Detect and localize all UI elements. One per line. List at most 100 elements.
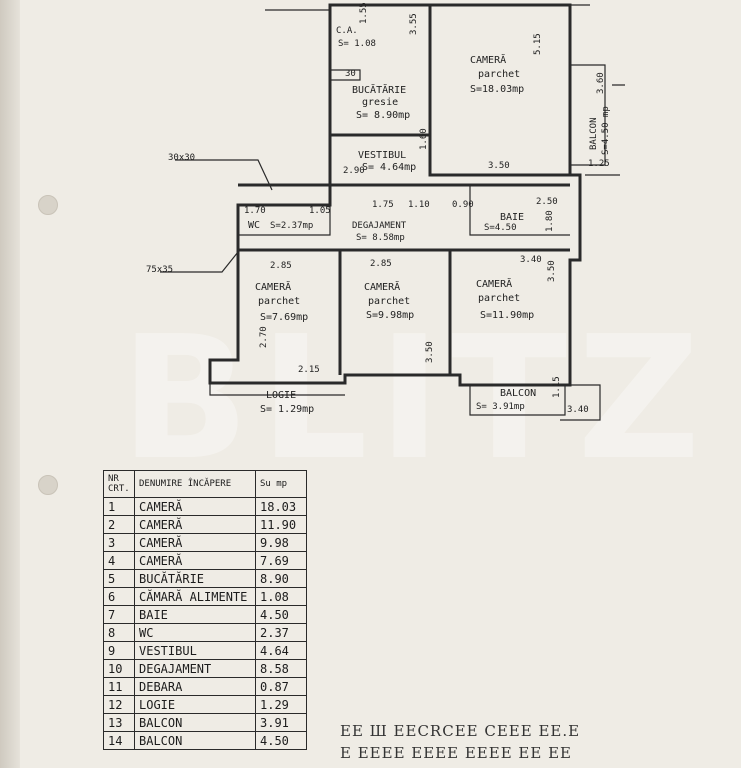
room-area: S=2.37mp (270, 221, 313, 231)
cell-area: 4.50 (255, 605, 307, 624)
binder-edge (0, 0, 20, 768)
cell-area: 8.90 (255, 569, 307, 588)
room-label: C.A. (336, 26, 358, 36)
room-label: BUCĂTĂRIE (352, 83, 406, 96)
table-header-row: NR CRT. DENUMIRE ÎNCĂPERE Su mp (103, 470, 307, 498)
dimension: 3.50 (488, 161, 510, 171)
cell-area: 3.91 (255, 713, 307, 732)
dimension: 3.50 (425, 341, 435, 363)
handwritten-note: ЕЕ Ш ЕЕСRCЕЕ СЕЕЕ ЕЕ.Е (340, 722, 581, 740)
punch-hole (38, 475, 58, 495)
dimension: 1.15 (552, 376, 562, 398)
room-label: CAMERĂ (364, 280, 400, 293)
dimension: 30 (345, 69, 356, 79)
room-area: S= 1.29mp (260, 404, 314, 415)
room-area: S= 8.90mp (356, 110, 410, 121)
room-area: S=7.69mp (260, 312, 308, 323)
handwritten-note: Е ЕЕЕЕ ЕЕЕЕ ЕЕЕЕ ЕЕ ЕЕ (340, 744, 572, 762)
room-label: CAMERĂ (470, 53, 506, 66)
cell-nr: 5 (103, 569, 135, 588)
cell-name: BALCON (134, 731, 256, 750)
cell-name: LOGIE (134, 695, 256, 714)
room-finish: parchet (478, 69, 520, 80)
cell-nr: 2 (103, 515, 135, 534)
annotation: 75x35 (146, 265, 173, 275)
cell-area: 4.64 (255, 641, 307, 660)
room-area: S=4.50 mp (601, 106, 611, 155)
room-label: WC (248, 220, 260, 231)
cell-area: 18.03 (255, 497, 307, 516)
cell-nr: 13 (103, 713, 135, 732)
dimension: 2.50 (536, 197, 558, 207)
room-label: CAMERĂ (255, 280, 291, 293)
dimension: 1.70 (244, 206, 266, 216)
cell-nr: 10 (103, 659, 135, 678)
dimension: 1.75 (372, 200, 394, 210)
cell-area: 1.29 (255, 695, 307, 714)
header-name: DENUMIRE ÎNCĂPERE (134, 470, 256, 498)
cell-name: DEBARA (134, 677, 256, 696)
dimension: 2.90 (343, 166, 365, 176)
cell-name: CAMERĂ (134, 551, 256, 570)
room-finish: parchet (368, 296, 410, 307)
dimension: 5.15 (533, 33, 543, 55)
balcony-bottom (469, 385, 566, 416)
cell-nr: 1 (103, 497, 135, 516)
dimension: 1.10 (408, 200, 430, 210)
loggia (209, 383, 345, 396)
cell-nr: 4 (103, 551, 135, 570)
header-su: Su mp (255, 470, 307, 498)
dimension: 2.85 (270, 261, 292, 271)
dimension: 1.80 (545, 210, 555, 232)
room-label: CAMERĂ (476, 277, 512, 290)
cell-name: BAIE (134, 605, 256, 624)
dimension: 2.70 (259, 326, 269, 348)
dimension: 1.55 (359, 2, 369, 24)
dimension: 2.15 (298, 365, 320, 375)
cell-nr: 11 (103, 677, 135, 696)
cell-nr: 14 (103, 731, 135, 750)
room-label: BALCON (500, 388, 536, 399)
cell-nr: 7 (103, 605, 135, 624)
dimension: 3.60 (596, 72, 606, 94)
room-finish: parchet (478, 293, 520, 304)
dimension: 3.40 (520, 255, 542, 265)
cell-name: BUCĂTĂRIE (134, 569, 256, 588)
balcony-right (570, 64, 606, 166)
room-area: S=11.90mp (480, 310, 534, 321)
room-area: S= 4.64mp (362, 162, 416, 173)
room1-wall (428, 135, 570, 177)
dimension: 1.05 (309, 206, 331, 216)
outer-wall (208, 3, 582, 387)
cell-nr: 3 (103, 533, 135, 552)
room-finish: parchet (258, 296, 300, 307)
room-label: BALCON (589, 117, 599, 150)
cell-name: DEGAJAMENT (134, 659, 256, 678)
dimension: 1.25 (588, 159, 610, 169)
cell-area: 7.69 (255, 551, 307, 570)
dimension: 3.55 (409, 13, 419, 35)
room-area: S=4.50 (484, 223, 517, 233)
cell-name: CAMERĂ (134, 515, 256, 534)
cell-name: CAMERĂ (134, 497, 256, 516)
room-area: S=18.03mp (470, 84, 524, 95)
room-area: S= 3.91mp (476, 402, 525, 412)
pantry-wall (330, 69, 361, 81)
room-label: VESTIBUL (358, 150, 406, 161)
dimension: 0.90 (452, 200, 474, 210)
dimension: 2.85 (370, 259, 392, 269)
cell-area: 4.50 (255, 731, 307, 750)
cell-area: 2.37 (255, 623, 307, 642)
room-label: LOGIE (266, 390, 296, 401)
dimension: 1.60 (419, 128, 429, 150)
room-label: BAIE (500, 212, 524, 223)
